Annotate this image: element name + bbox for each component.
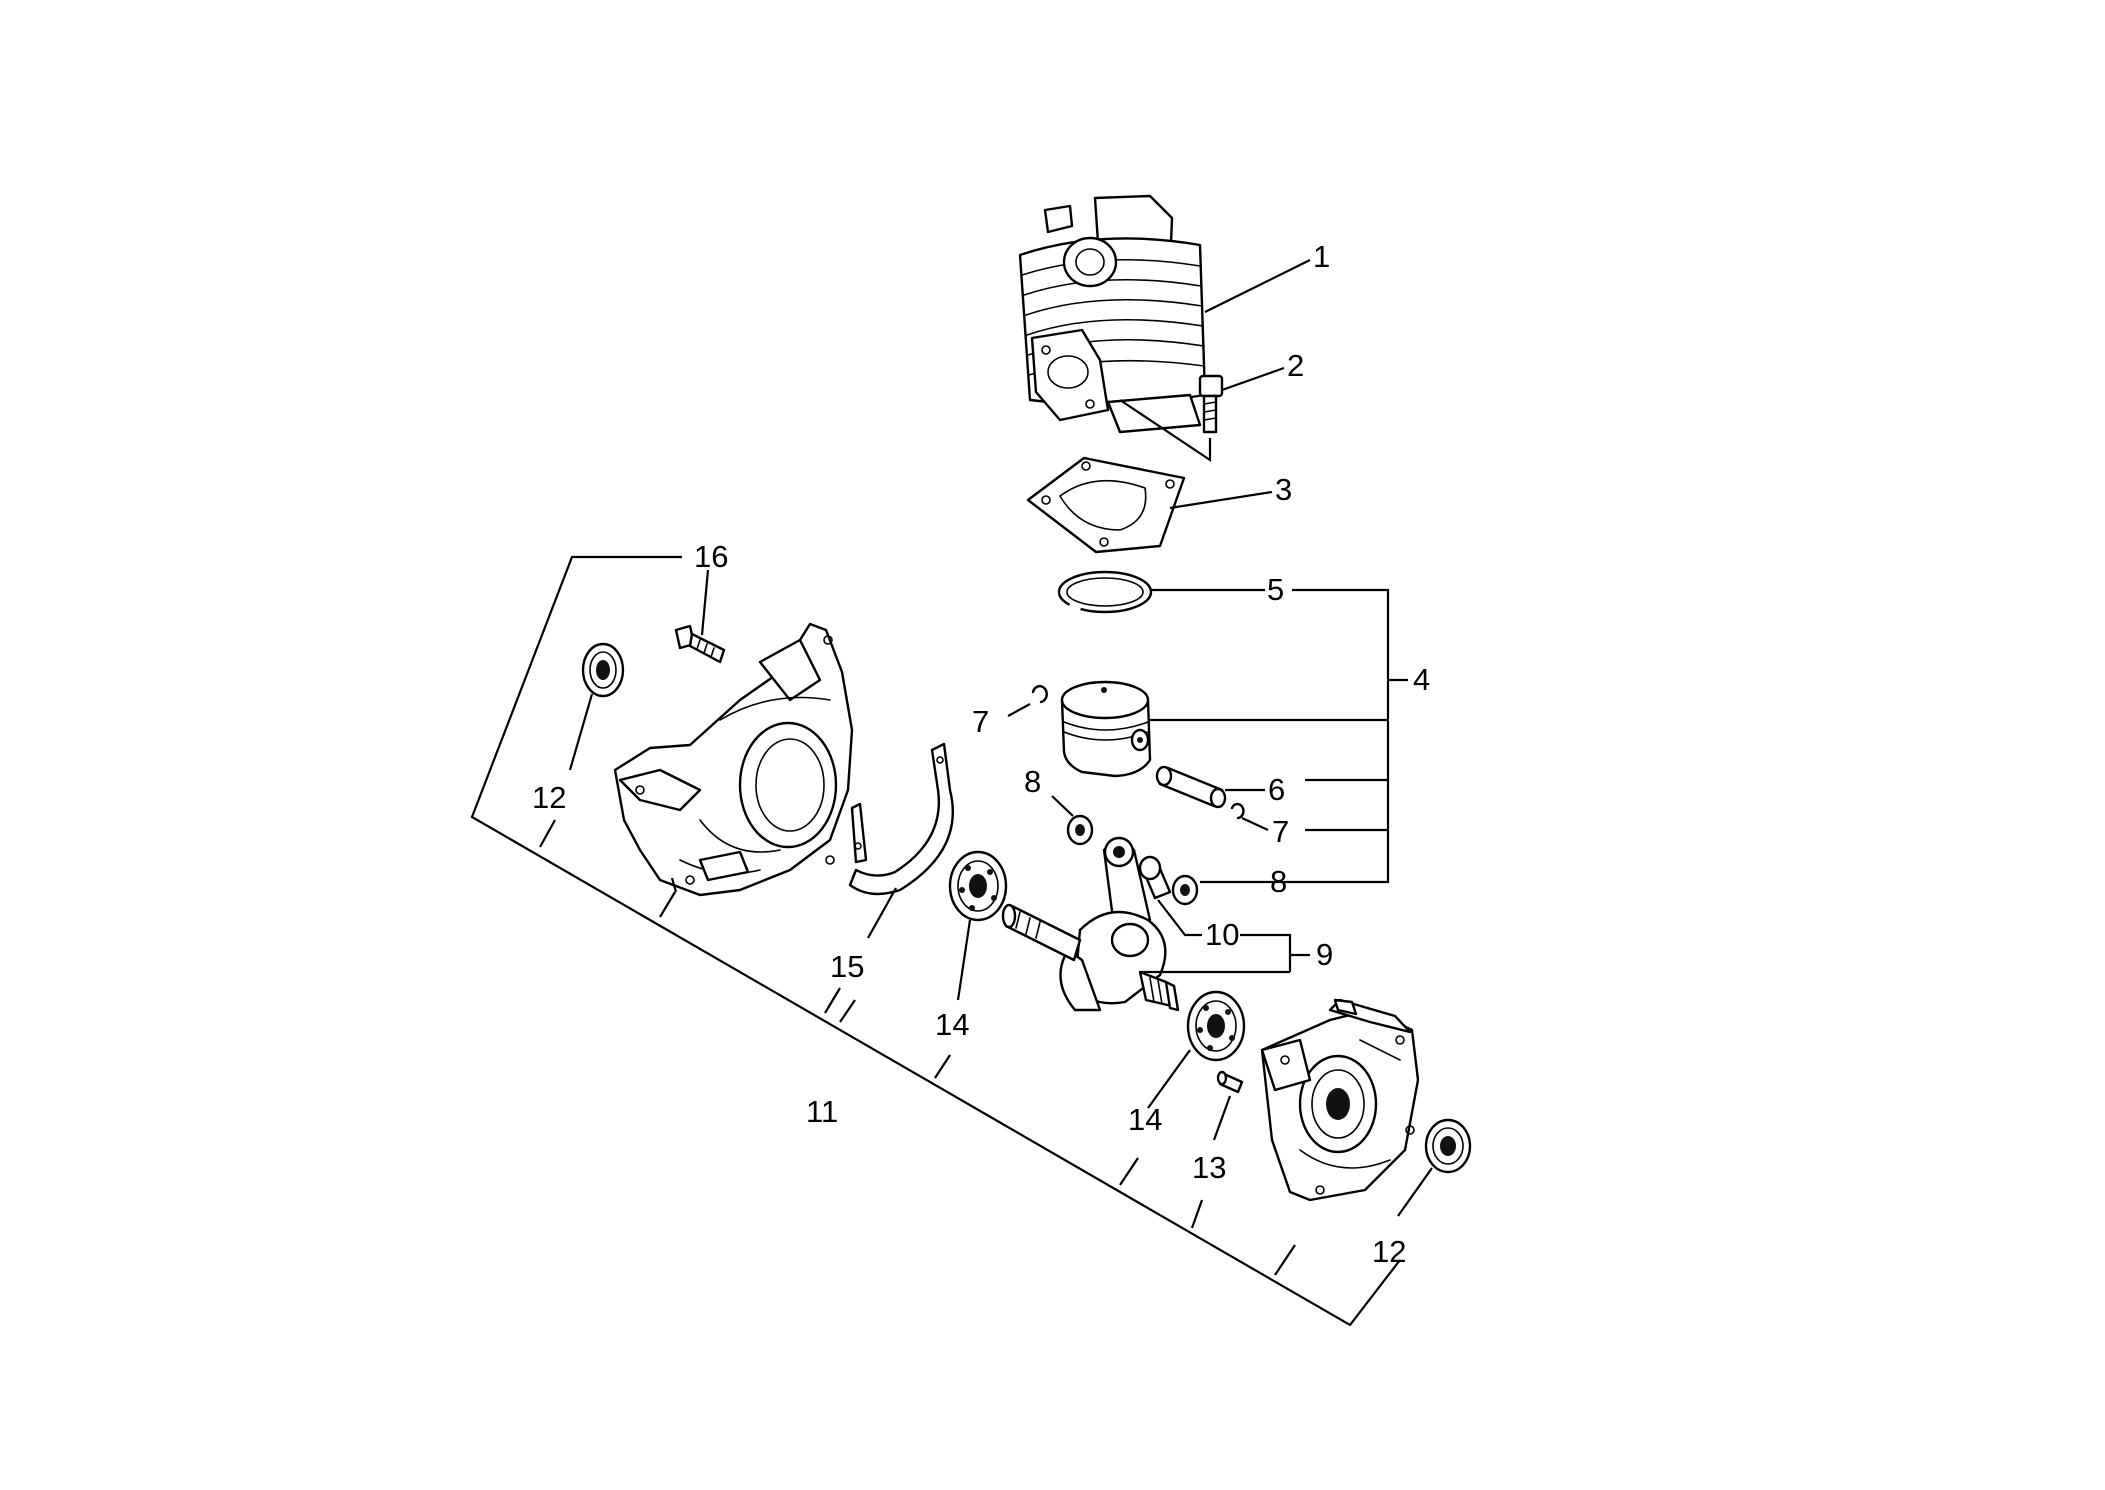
callout-11: 11 (806, 1094, 838, 1129)
needle-bearing-leader (1157, 899, 1202, 937)
callout-4: 4 (1413, 662, 1430, 697)
ball-bearing-part-right (1186, 990, 1246, 1062)
crankcase-left-half-part (613, 622, 854, 897)
callout-10: 10 (1205, 917, 1239, 952)
bolt-leader (1119, 366, 1285, 463)
callout-16: 16 (694, 539, 728, 574)
crankcase-right-half-part (1260, 998, 1420, 1202)
callout-9: 9 (1316, 937, 1333, 972)
callout-8b: 8 (1270, 864, 1287, 899)
callout-12b: 12 (1372, 1234, 1406, 1269)
piston-ring-part (1057, 570, 1153, 614)
callout-7a: 7 (972, 704, 989, 739)
callout-12a: 12 (532, 780, 566, 815)
oil-seal-left-leader (568, 693, 594, 771)
cylinder-leader (1204, 259, 1311, 313)
crankshaft-part (1001, 836, 1180, 1012)
crankcase-bolt-part (674, 624, 726, 664)
piston-part (1060, 680, 1152, 778)
callout-7b: 7 (1272, 814, 1289, 849)
callout-13: 13 (1192, 1150, 1226, 1185)
piston-kit-bracket (1148, 588, 1408, 884)
piston-pin-part (1155, 765, 1227, 809)
circlip-upper-leader (1007, 703, 1031, 717)
washer-part-left (1066, 814, 1094, 846)
ball-bearing-part-left (948, 850, 1008, 922)
bearing-left-leader (956, 919, 972, 1001)
gasket-leader (1169, 490, 1273, 510)
callout-1: 1 (1313, 239, 1330, 274)
crankcase-gasket-part (848, 742, 954, 896)
dowel-pin-leader (1212, 1095, 1232, 1141)
callout-6: 6 (1268, 772, 1285, 807)
washer-left-leader (1051, 795, 1074, 817)
circlip-part-upper (1031, 684, 1048, 704)
bearing-right-leader (1147, 1049, 1191, 1109)
washer-part-right (1171, 874, 1199, 906)
callout-5: 5 (1267, 572, 1284, 607)
circlip-lower-leader (1241, 817, 1269, 831)
callout-15: 15 (830, 949, 864, 984)
oil-seal-part-right (1424, 1118, 1472, 1174)
cylinder-bolt-part (1198, 374, 1224, 434)
crankcase-assembly-bracket (470, 555, 1401, 1327)
cylinder-part (1018, 194, 1207, 434)
needle-bearing-part (1138, 855, 1172, 900)
callout-8a: 8 (1024, 764, 1041, 799)
crankcase-gasket-leader (867, 887, 897, 939)
oil-seal-right-leader (1397, 1167, 1433, 1217)
oil-seal-part-left (581, 642, 625, 698)
circlip-part-lower (1230, 802, 1245, 820)
cylinder-gasket-part (1026, 456, 1186, 554)
callout-2: 2 (1287, 348, 1304, 383)
callout-14a: 14 (935, 1007, 969, 1042)
dowel-pin-part (1216, 1070, 1244, 1094)
crankshaft-leader (1140, 933, 1310, 974)
callout-3: 3 (1275, 472, 1292, 507)
callout-14b: 14 (1128, 1102, 1162, 1137)
crankcase-bolt-leader (700, 569, 710, 636)
